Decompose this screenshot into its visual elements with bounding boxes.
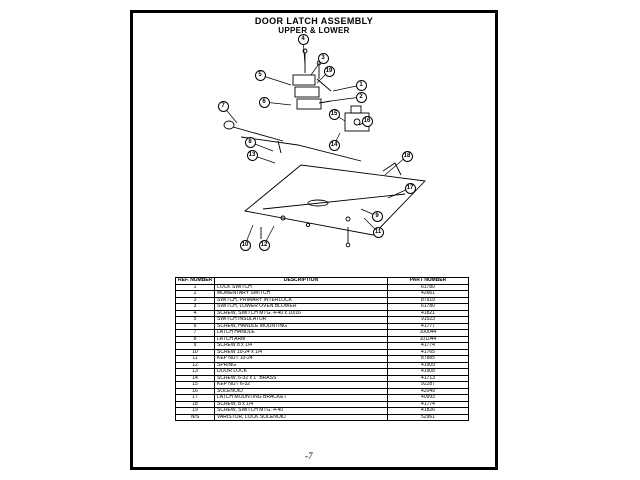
page-title: DOOR LATCH ASSEMBLY [254, 16, 374, 26]
callout-17: 17 [404, 182, 416, 194]
handwritten-page-mark: -7 [305, 451, 313, 461]
document-page: DOOR LATCH ASSEMBLY UPPER & LOWER [130, 10, 498, 470]
callout-1: 1 [355, 79, 367, 91]
part-number-cell: 52961 [387, 413, 469, 421]
page-subtitle: UPPER & LOWER [278, 26, 350, 35]
callout-2: 2 [355, 91, 367, 103]
title-block: DOOR LATCH ASSEMBLY UPPER & LOWER [133, 16, 495, 35]
ref-number-cell: N/S [175, 413, 215, 421]
callout-18: 18 [401, 150, 413, 162]
callout-14: 14 [328, 139, 340, 151]
callout-16: 16 [361, 115, 373, 127]
callout-19: 19 [323, 65, 335, 77]
callout-3: 3 [317, 52, 329, 64]
callout-6: 6 [258, 96, 270, 108]
assembly-drawing [222, 38, 426, 248]
header-ref-number: REF. NUMBER [175, 277, 215, 285]
description-cell: VARISTOR, LOCK SOLENOID [214, 413, 388, 421]
callout-8: 8 [244, 136, 256, 148]
callout-10: 10 [239, 239, 251, 251]
callout-5: 5 [254, 69, 266, 81]
callout-11: 11 [372, 226, 384, 238]
callout-9: 9 [371, 210, 383, 222]
callout-7: 7 [217, 100, 229, 112]
callout-15: 15 [328, 108, 340, 120]
callout-13: 13 [246, 149, 258, 161]
callout-4: 4 [297, 33, 309, 45]
callout-12: 12 [258, 239, 270, 251]
